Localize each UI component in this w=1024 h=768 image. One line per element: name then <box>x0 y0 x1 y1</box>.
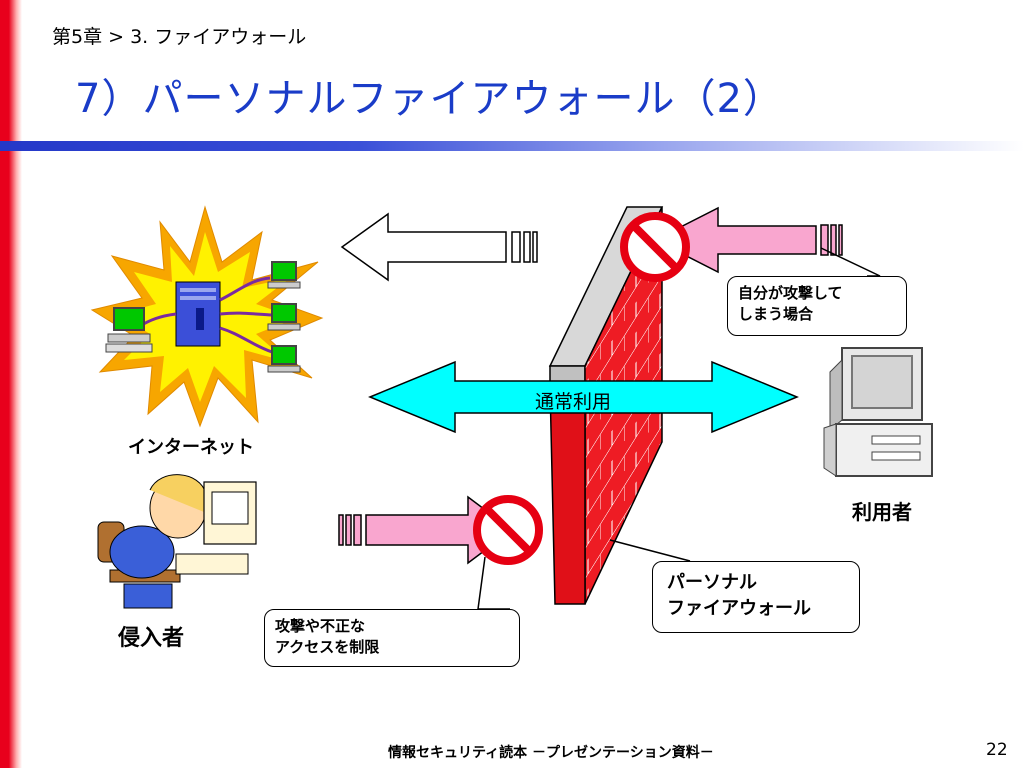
callout-fw-line2: ファイアウォール <box>667 598 811 619</box>
intruder-label: 侵入者 <box>118 626 185 651</box>
callout-personal-firewall: パーソナル ファイアウォール <box>652 561 860 633</box>
callout-self-pointer <box>820 247 881 277</box>
block-sign-bottom <box>473 495 543 565</box>
callout-self-line1: 自分が攻撃して <box>738 284 843 302</box>
callout-firewall-pointer <box>609 539 691 562</box>
footer-text: 情報セキュリティ読本 －プレゼンテーション資料－ <box>388 745 714 761</box>
title-underline <box>0 141 1024 151</box>
outgoing-arrow-white <box>340 212 538 282</box>
callout-attack-line1: 攻撃や不正な <box>275 617 366 635</box>
normal-use-arrow-cyan <box>368 360 799 434</box>
self-attack-arrow-head <box>653 206 817 274</box>
intruder-person-icon <box>97 474 257 609</box>
callout-self-line2: しまう場合 <box>738 305 814 323</box>
callout-restrict-access: 攻撃や不正な アクセスを制限 <box>264 609 520 667</box>
normal-use-label: 通常利用 <box>535 391 612 413</box>
self-attack-arrow-pink <box>820 224 843 256</box>
user-computer-icon <box>823 347 933 477</box>
page-number: 22 <box>986 740 1008 760</box>
block-sign-top <box>620 212 690 282</box>
user-label: 利用者 <box>852 500 912 524</box>
left-accent-bar <box>0 0 22 768</box>
slide-title: 7）パーソナルファイアウォール（2） <box>75 76 784 122</box>
internet-icon <box>90 205 324 428</box>
breadcrumb: 第5章 > 3. ファイアウォール <box>52 26 307 48</box>
callout-attack-line2: アクセスを制限 <box>275 638 380 656</box>
callout-self-attack: 自分が攻撃して しまう場合 <box>727 276 907 336</box>
internet-label: インターネット <box>128 437 254 458</box>
callout-fw-line1: パーソナル <box>667 572 757 593</box>
